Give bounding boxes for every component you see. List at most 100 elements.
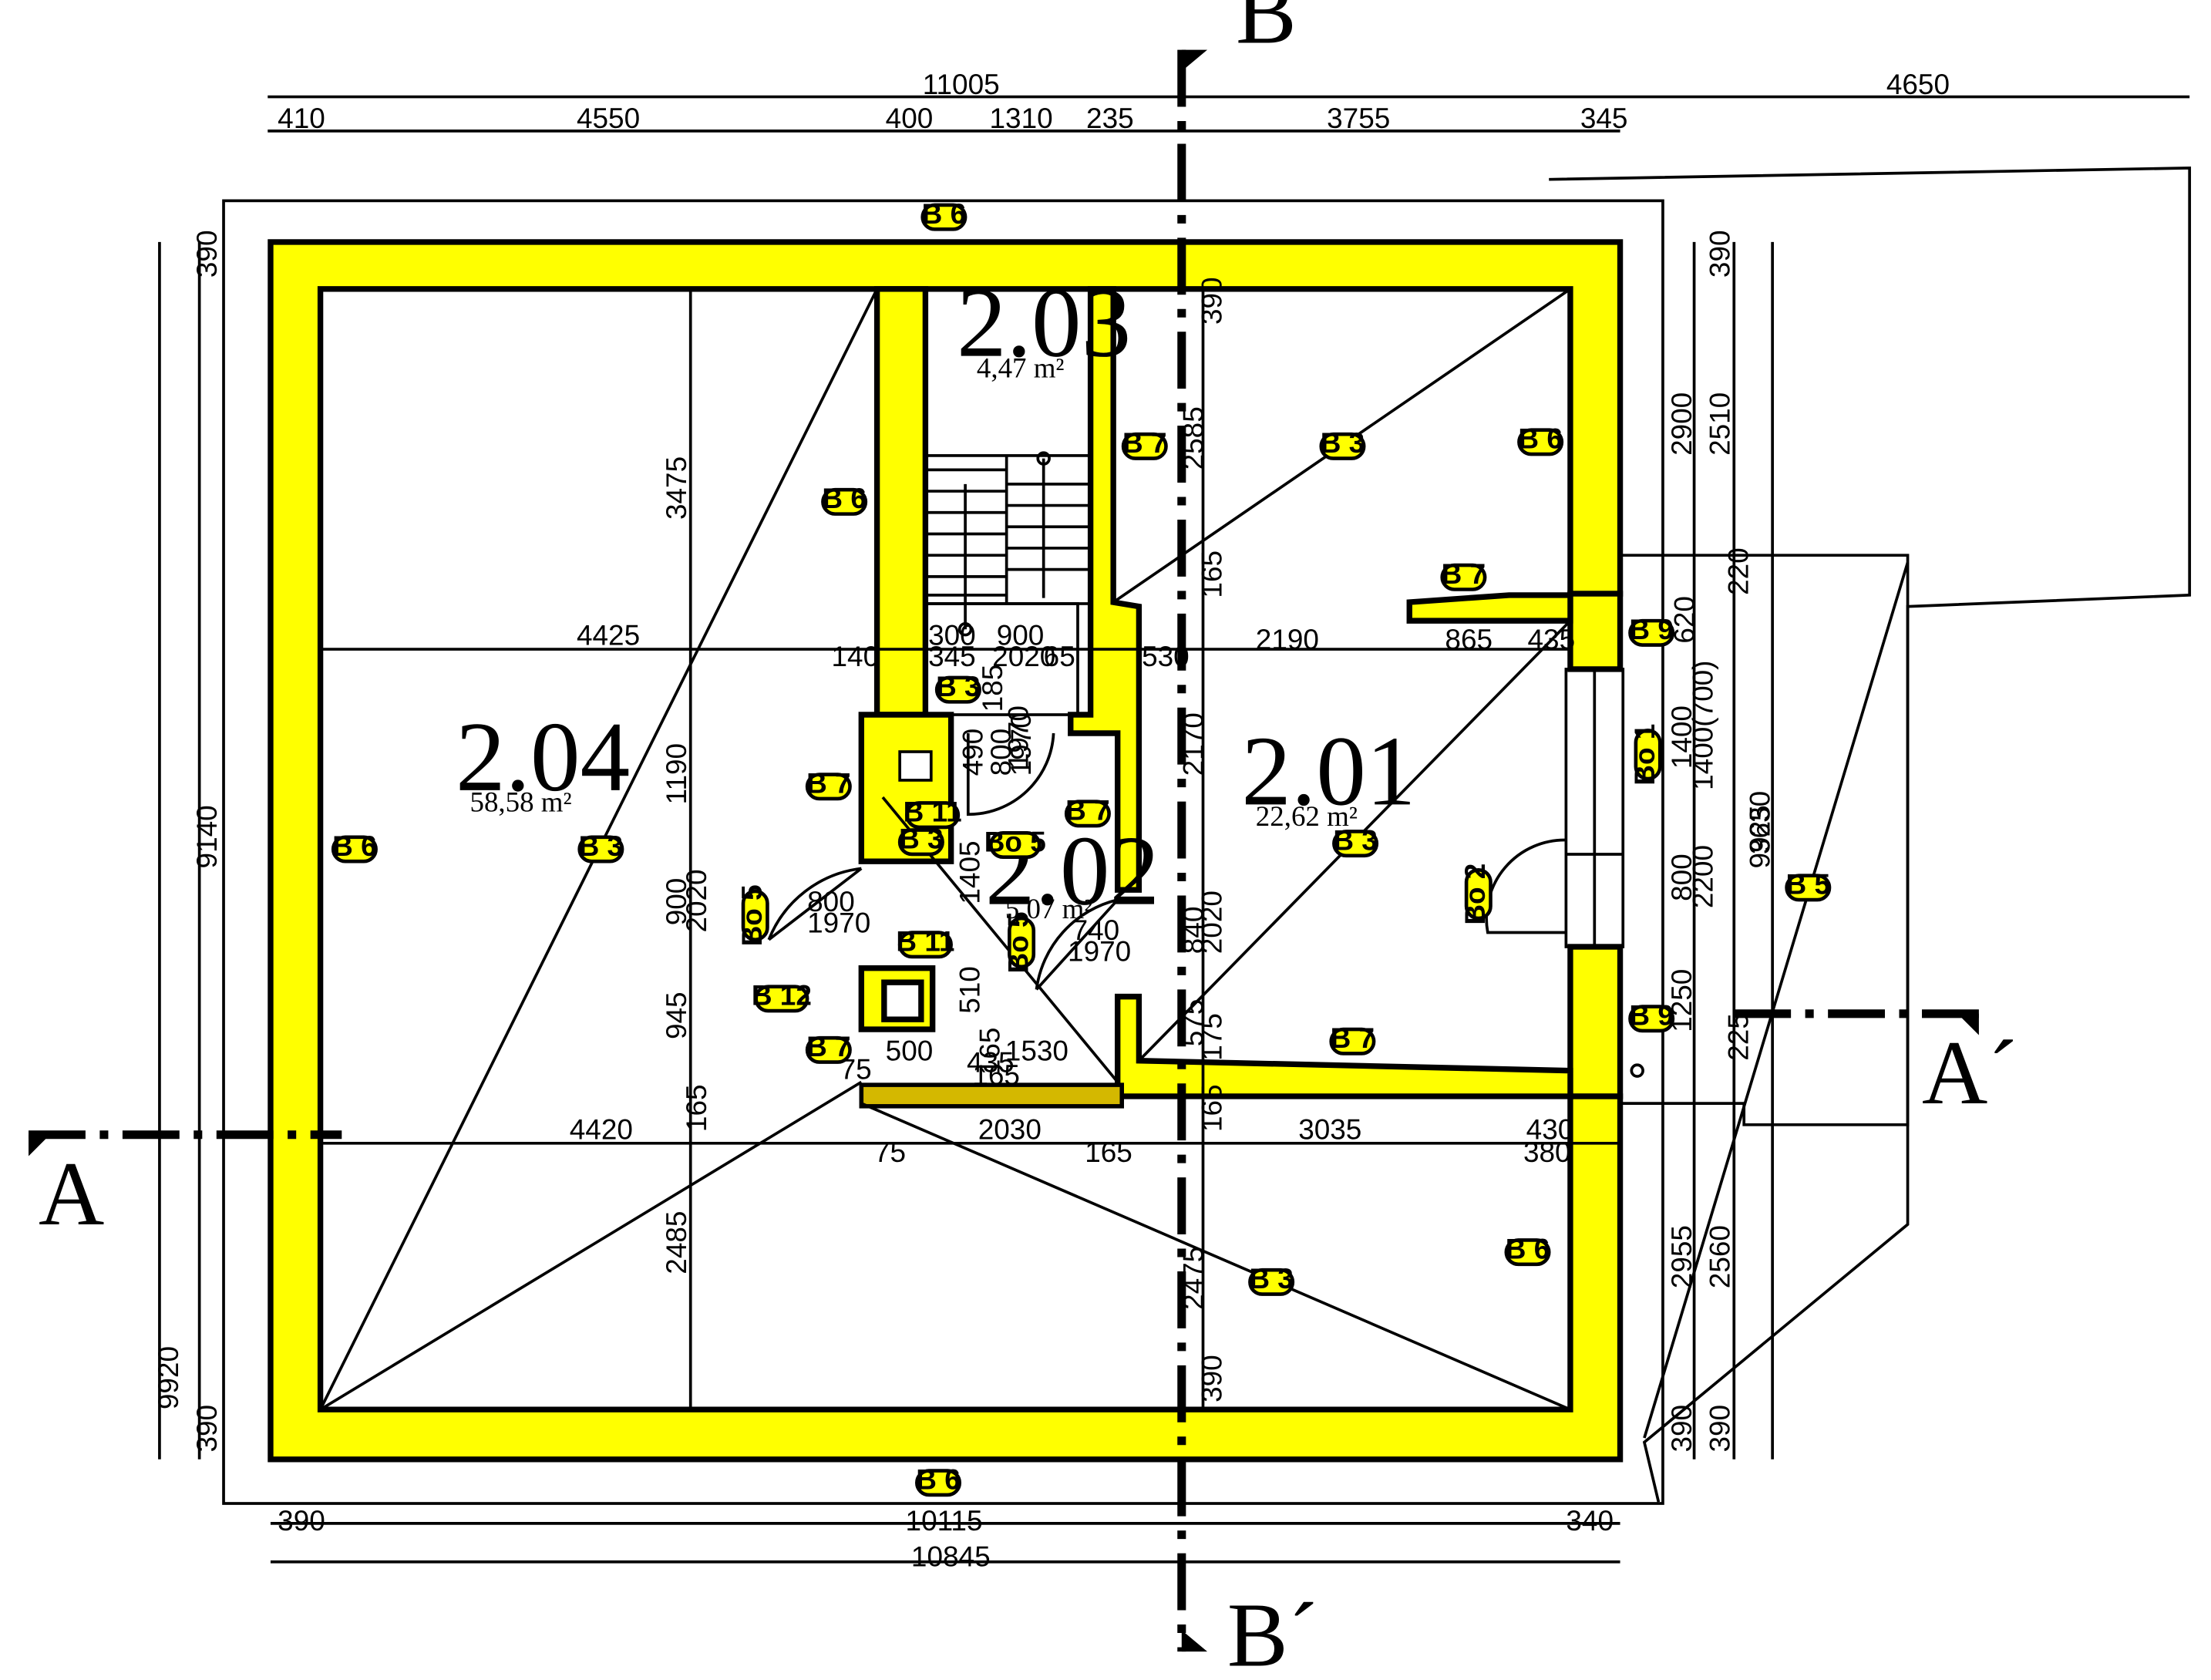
dim-text: 800 — [807, 886, 855, 917]
dim-text: 900 — [661, 878, 692, 926]
dim-text: 1400 — [1666, 705, 1698, 769]
dimension-text: 11005 4650 410 4550 400 1310 235 3755 34… — [153, 69, 1950, 1572]
dim-text: 3475 — [661, 456, 692, 520]
section-axes — [29, 49, 1979, 1652]
dim-text: 75 — [874, 1136, 906, 1168]
dim-text: 9925 — [1744, 805, 1775, 868]
dim-text: 390 — [278, 1505, 325, 1537]
svg-text:Bo 1: Bo 1 — [1629, 724, 1661, 786]
dim-text: 1400(700) — [1688, 661, 1719, 790]
dim-text: 65 — [1044, 641, 1075, 672]
dim-text: 2030 — [978, 1113, 1042, 1145]
tag: B 3 — [1319, 427, 1366, 460]
svg-text:Bo 2: Bo 2 — [1459, 864, 1491, 925]
dim-text: 390 — [191, 1405, 223, 1453]
dim-text: 165 — [974, 1028, 1005, 1076]
svg-text:B 5: B 5 — [1786, 869, 1830, 901]
svg-text:B 7: B 7 — [1331, 1022, 1375, 1054]
section-label-b2: B´ — [1227, 1585, 1318, 1680]
room-number-2-03: 2.03 — [957, 268, 1131, 378]
tag: B 11 — [896, 926, 954, 959]
dim-text: 9140 — [191, 805, 223, 868]
svg-text:B 7: B 7 — [1065, 795, 1109, 827]
room-area-2-04: 58,58 m² — [469, 786, 571, 818]
svg-text:B 11: B 11 — [896, 926, 954, 958]
dim-text: 10845 — [911, 1540, 991, 1572]
dim-text: 2585 — [1177, 406, 1209, 470]
flue-2 — [881, 979, 924, 1022]
svg-text:B 7: B 7 — [806, 768, 850, 800]
dim-text: 225 — [1723, 1013, 1755, 1061]
room-area-2-03: 4,47 m² — [977, 352, 1065, 383]
svg-text:B 3: B 3 — [936, 671, 980, 702]
tag: B 6 — [915, 1464, 962, 1497]
terrace-outline — [1617, 554, 1910, 1126]
tag: B 7 — [805, 768, 852, 801]
dim-text: 165 — [972, 1059, 1020, 1091]
tag: Bo 5 — [1002, 911, 1036, 973]
tag: B 7 — [1440, 558, 1487, 591]
dim-text: 4550 — [577, 103, 640, 134]
tag: B 6 — [331, 830, 378, 864]
dim-text: 2020 — [681, 869, 712, 932]
room-number-2-01: 2.01 — [1241, 715, 1415, 826]
svg-text:B 9: B 9 — [1629, 614, 1673, 645]
dim-text: 430 — [1526, 1113, 1574, 1145]
tag: B 11 — [904, 796, 962, 830]
dim-text: 235 — [1086, 103, 1134, 134]
dim-text: 575 — [1177, 999, 1209, 1047]
hatched-base — [859, 1082, 1125, 1109]
dim-text: 1970 — [1005, 712, 1037, 776]
section-label-b: B — [1236, 0, 1297, 62]
dim-text: 175 — [1196, 1013, 1227, 1061]
roof-outline — [222, 199, 1664, 1505]
dim-text: 3630 — [1744, 791, 1775, 854]
tag: B 7 — [1329, 1022, 1376, 1055]
dim-text: 2955 — [1666, 1225, 1698, 1288]
dim-text: 390 — [1196, 277, 1227, 325]
tag: B 3 — [1332, 824, 1379, 858]
dim-text: 1970 — [1068, 935, 1131, 967]
staircase — [924, 451, 1092, 716]
dim-text: 390 — [1196, 1355, 1227, 1402]
tag: B 3 — [1248, 1263, 1295, 1296]
dim-text: 2190 — [1256, 624, 1319, 655]
dim-text: 140 — [832, 641, 880, 672]
roof-extension-outline — [1549, 167, 2192, 1503]
tag: B 9 — [1628, 1000, 1675, 1033]
flue-1 — [898, 750, 933, 782]
tag: Bo 5 — [736, 884, 769, 946]
wall-2-01-top-stub — [1406, 592, 1573, 624]
dim-text: 4420 — [570, 1113, 633, 1145]
dim-text: 390 — [1705, 230, 1736, 278]
dim-text: 2900 — [1666, 392, 1698, 456]
dim-text: 380 — [1523, 1136, 1571, 1168]
dim-text: 345 — [1580, 103, 1628, 134]
tag: B 3 — [934, 671, 981, 704]
tag: B 5 — [1785, 869, 1832, 902]
material-tags: B 6 B 6 B 6 B 6 B 6 B 6 B 3 B 3 B 3 B 3 … — [331, 198, 1832, 1497]
dim-text: 530 — [1142, 641, 1190, 672]
dim-text: 3035 — [1298, 1113, 1361, 1145]
dim-text: 2020 — [992, 641, 1055, 672]
dim-text: 435 — [967, 1046, 1015, 1078]
dim-text: 390 — [1705, 1405, 1736, 1453]
tag: B 6 — [920, 198, 968, 231]
dim-text: 390 — [1666, 1405, 1698, 1453]
dim-text: 2020 — [1196, 891, 1227, 954]
dim-text: 165 — [1196, 1084, 1227, 1132]
tag: B 6 — [1504, 1233, 1551, 1267]
svg-text:B 7: B 7 — [1442, 558, 1486, 590]
svg-text:B 11: B 11 — [904, 796, 962, 827]
doors — [767, 668, 1625, 991]
svg-text:B 9: B 9 — [1629, 1000, 1673, 1032]
svg-text:B 7: B 7 — [1122, 427, 1166, 459]
dim-text: 740 — [1072, 914, 1120, 946]
dim-text: 865 — [1445, 624, 1493, 655]
dim-text: 500 — [886, 1035, 934, 1067]
svg-text:B 6: B 6 — [822, 483, 866, 514]
dim-text: 2200 — [1688, 845, 1719, 908]
dim-text: 165 — [681, 1084, 712, 1132]
tag: Bo 1 — [1629, 724, 1662, 786]
dim-text: 435 — [1528, 624, 1576, 655]
